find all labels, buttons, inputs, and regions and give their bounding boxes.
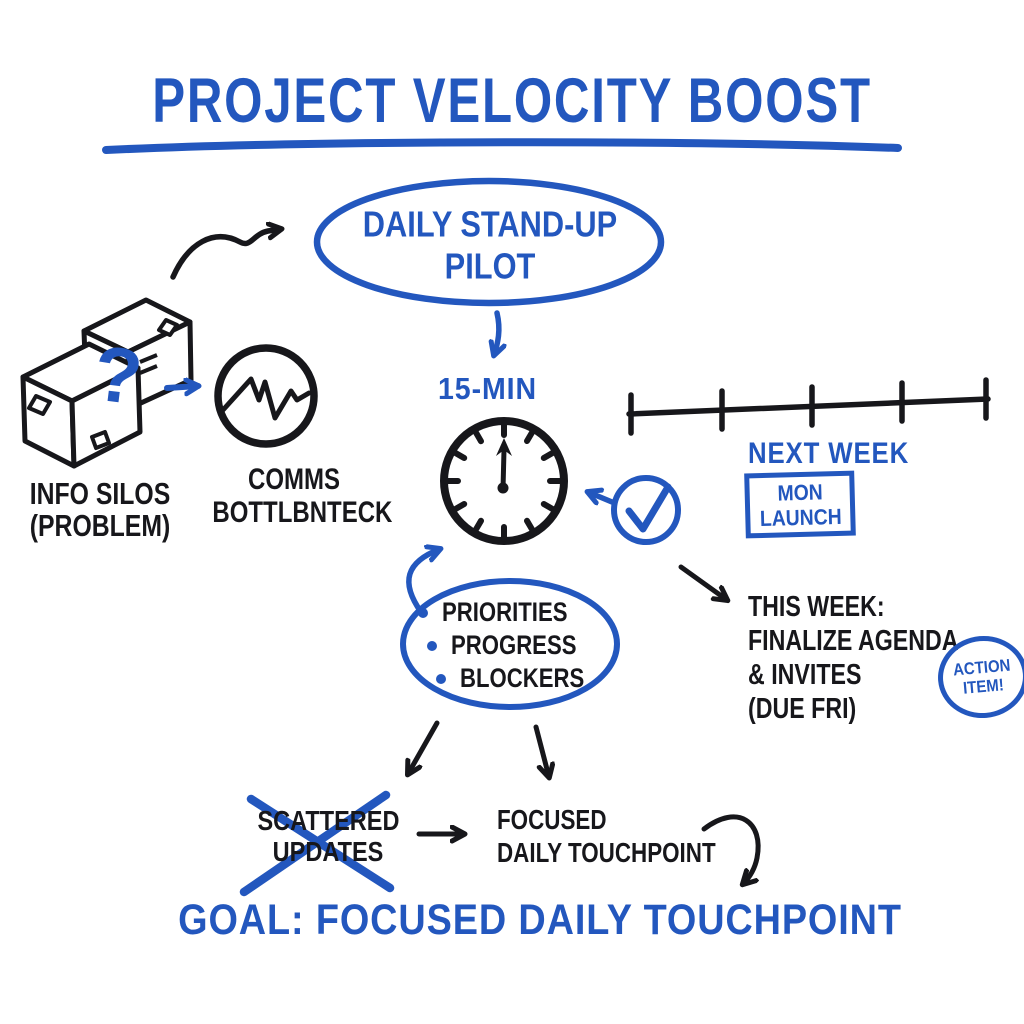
- info-silos-label: INFO SILOS (PROBLEM): [26, 478, 173, 542]
- milestone-label: MON LAUNCH: [758, 478, 842, 531]
- agenda-item: PRIORITIES: [418, 596, 612, 629]
- arrow-bubble-to-focused: [533, 724, 549, 777]
- comms-line1: COMMS: [248, 463, 340, 496]
- tasks-line3: & INVITES: [748, 659, 862, 691]
- agenda-item-label: PRIORITIES: [442, 597, 568, 627]
- arrow-silos-to-bottleneck: [164, 386, 198, 388]
- next-week-label: NEXT WEEK: [748, 437, 910, 470]
- check-icon: [611, 475, 681, 545]
- arrow-bubble-to-clock: [406, 549, 440, 615]
- scattered-line1: SCATTERED: [257, 805, 400, 836]
- arrow-boxes-to-pilot: [170, 229, 281, 280]
- tasks-line2: FINALIZE AGENDA: [748, 625, 959, 657]
- page-title: PROJECT VELOCITY BOOST: [152, 65, 872, 136]
- tasks-line1: THIS WEEK:: [748, 591, 885, 623]
- comms-line2: BOTTLBNTECK: [212, 496, 393, 529]
- bullet-icon: [427, 640, 437, 651]
- info-silos-line1: INFO SILOS: [29, 476, 171, 511]
- agenda-item: PROGRESS: [427, 629, 612, 662]
- agenda-item-label: PROGRESS: [451, 630, 577, 660]
- milestone-line2: LAUNCH: [759, 503, 842, 531]
- pilot-line1: DAILY STAND-UP: [362, 205, 618, 245]
- pilot-oval-outline: [313, 177, 665, 307]
- pilot-line2: PILOT: [444, 246, 536, 287]
- scattered-updates-label: SCATTERED UPDATES: [257, 805, 400, 867]
- agenda-item: BLOCKERS: [436, 662, 612, 695]
- milestone-box: MON LAUNCH: [744, 470, 856, 539]
- arrow-check-to-clock: [588, 492, 615, 502]
- milestone-line1: MON: [776, 478, 823, 506]
- duration-label: 15-MIN: [438, 371, 538, 406]
- bullet-icon: [418, 607, 428, 618]
- arrow-bubble-to-scattered: [408, 720, 440, 774]
- focused-touchpoint-label: FOCUSED DAILY TOUCHPOINT: [497, 803, 716, 869]
- bottleneck-icon: [214, 344, 318, 448]
- arrow-pilot-to-clock: [494, 310, 499, 355]
- focused-line2: DAILY TOUCHPOINT: [497, 837, 716, 868]
- title-underline: [102, 138, 902, 154]
- pilot-oval-label: DAILY STAND-UP PILOT: [348, 204, 631, 288]
- tasks-line4: (DUE FRI): [748, 693, 857, 725]
- info-silos-line2: (PROBLEM): [29, 508, 171, 543]
- action-item-label: ACTION ITEM!: [953, 656, 1013, 699]
- scattered-line2: UPDATES: [272, 836, 384, 867]
- arrow-check-to-tasks: [678, 564, 727, 600]
- crossout-x: [239, 790, 395, 897]
- this-week-tasks: THIS WEEK: FINALIZE AGENDA & INVITES (DU…: [748, 590, 959, 726]
- agenda-list: PRIORITIES PROGRESS BLOCKERS: [418, 596, 612, 695]
- agenda-item-label: BLOCKERS: [460, 663, 585, 693]
- bullet-icon: [436, 673, 446, 684]
- focused-line1: FOCUSED: [497, 804, 607, 835]
- action-item-line2: ITEM!: [962, 675, 1005, 698]
- arrow-touchpoint-to-goal: [701, 814, 761, 884]
- comms-bottleneck-label: COMMS BOTTLBNTECK: [212, 463, 393, 529]
- clock-icon: [440, 417, 568, 545]
- agenda-bubble-outline: [400, 578, 620, 710]
- timeline-line: [626, 377, 991, 436]
- goal-statement: GOAL: FOCUSED DAILY TOUCHPOINT: [178, 896, 902, 944]
